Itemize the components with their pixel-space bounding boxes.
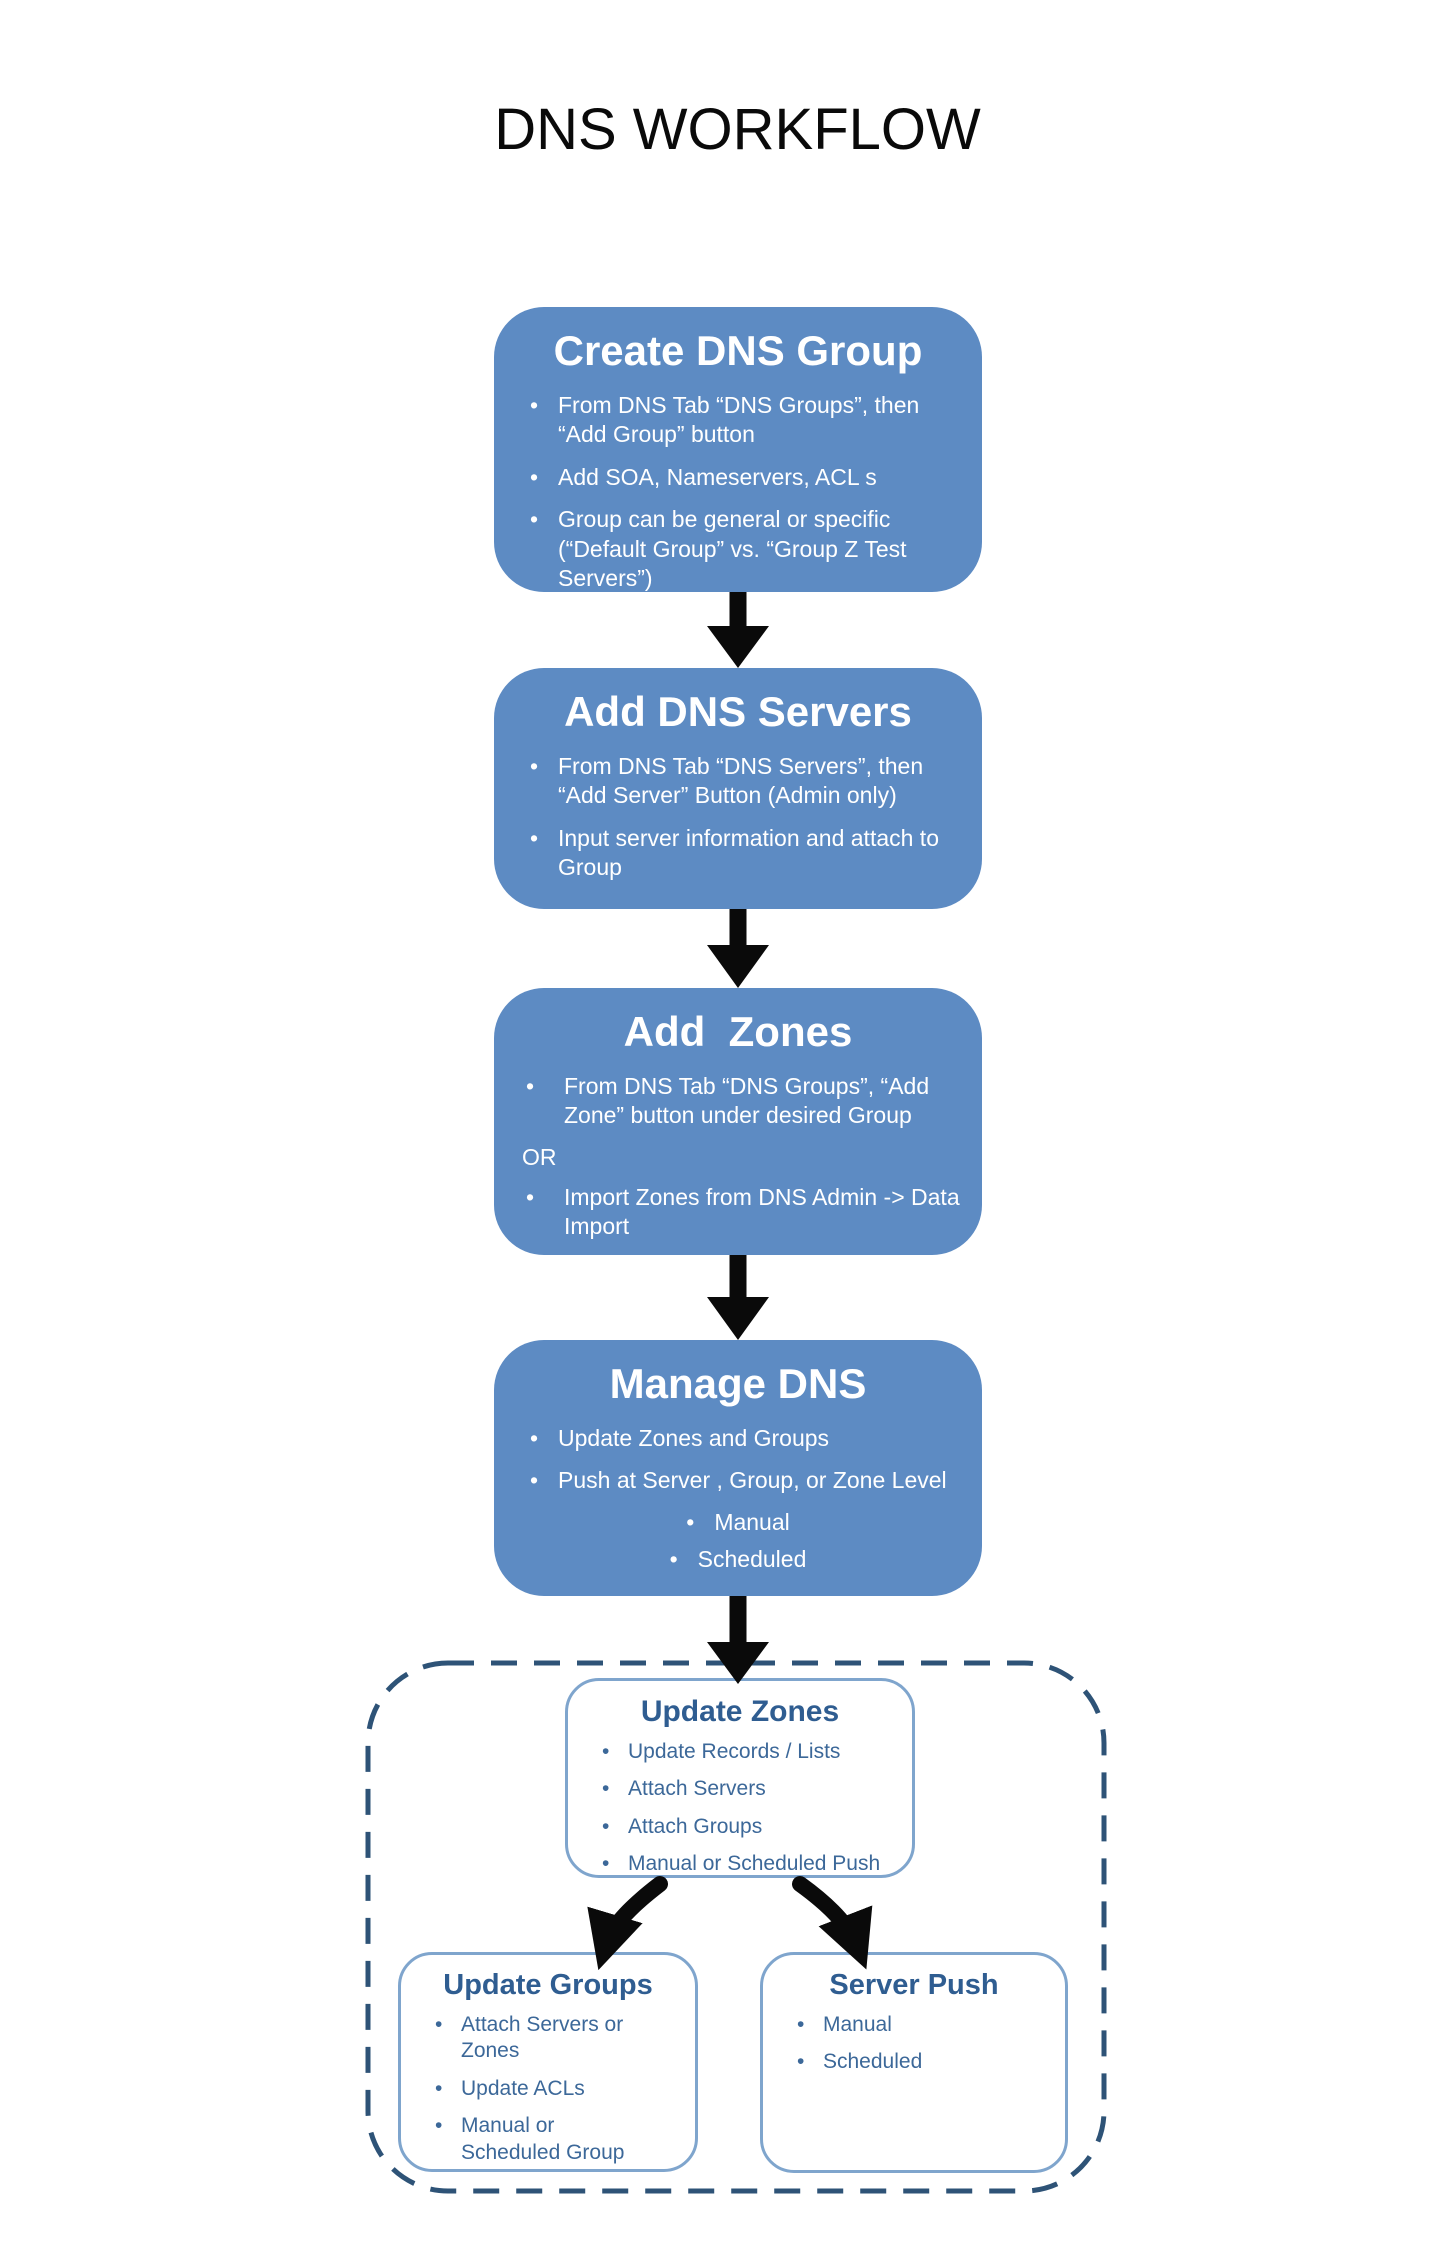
- bullet-item: Attach Servers: [594, 1776, 904, 1803]
- down-arrow-icon-3: [707, 1255, 769, 1340]
- detail-box-update-groups: Update Groups Attach Servers or Zones Up…: [398, 1952, 698, 2172]
- bullet-item: From DNS Tab “DNS Groups”, then “Add Gro…: [522, 391, 968, 450]
- sub-bullet-list: •Manual •Scheduled: [494, 1509, 982, 1573]
- bullet-list: Update Records / Lists Attach Servers At…: [568, 1739, 912, 1875]
- bullet-item: Manual: [789, 2012, 1057, 2039]
- bullet-list: From DNS Tab “DNS Servers”, then “Add Se…: [494, 752, 982, 883]
- sub-bullet-item: • Manual: [494, 1509, 982, 1536]
- bullet-item: Add SOA, Nameservers, ACL s: [522, 463, 968, 493]
- bullet-item: Group can be general or specific (“Defau…: [522, 505, 968, 592]
- flow-box-heading: Add DNS Servers: [564, 688, 912, 735]
- bullet-item: Manual or Scheduled Push: [594, 1851, 904, 1875]
- or-label: OR: [522, 1143, 557, 1170]
- flow-box-create-dns-group: Create DNS Group From DNS Tab “DNS Group…: [494, 307, 982, 592]
- bullet-list: Update Zones and Groups Push at Server ,…: [494, 1424, 982, 1496]
- page-title: DNS WORKFLOW: [494, 97, 981, 162]
- sub-bullet-label: Scheduled: [697, 1545, 807, 1572]
- detail-box-heading: Update Zones: [640, 1695, 840, 1728]
- flow-box-heading: Add Zones: [623, 1008, 853, 1055]
- sub-bullet-item: • Scheduled: [494, 1546, 982, 1573]
- bullet-dot-icon: •: [686, 1508, 695, 1535]
- bullet-dot-icon: •: [669, 1545, 678, 1572]
- flow-box-manage-dns: Manage DNS Update Zones and Groups Push …: [494, 1340, 982, 1596]
- bullet-item: Scheduled: [789, 2049, 1057, 2076]
- flow-box-heading: Manage DNS: [609, 1360, 867, 1407]
- bullet-list: Manual Scheduled: [763, 2012, 1065, 2076]
- bullet-item: From DNS Tab “DNS Servers”, then “Add Se…: [522, 752, 968, 811]
- flow-box-heading: Create DNS Group: [553, 327, 923, 374]
- bullet-item: Input server information and attach to G…: [522, 824, 968, 883]
- bullet-item: Update Zones and Groups: [522, 1424, 968, 1454]
- flow-box-add-zones: Add Zones From DNS Tab “DNS Groups”, “Ad…: [494, 988, 982, 1255]
- down-arrow-icon-1: [707, 592, 769, 668]
- bullet-item: Attach Servers or Zones: [427, 2012, 687, 2065]
- down-arrow-icon-2: [707, 909, 769, 988]
- flow-box-add-dns-servers: Add DNS Servers From DNS Tab “DNS Server…: [494, 668, 982, 909]
- bullet-item: From DNS Tab “DNS Groups”, “Add Zone” bu…: [518, 1072, 968, 1131]
- bullet-list: From DNS Tab “DNS Groups”, then “Add Gro…: [494, 391, 982, 592]
- bullet-list: From DNS Tab “DNS Groups”, “Add Zone” bu…: [494, 1072, 982, 1131]
- down-arrow-icon-4: [707, 1596, 769, 1684]
- detail-box-heading: Update Groups: [443, 1969, 653, 2001]
- bullet-item: Update Records / Lists: [594, 1739, 904, 1766]
- bullet-item: Manual or Scheduled Group Push: [427, 2113, 687, 2169]
- bullet-list: Import Zones from DNS Admin -> Data Impo…: [494, 1183, 982, 1242]
- detail-box-update-zones: Update Zones Update Records / Lists Atta…: [565, 1678, 915, 1878]
- bullet-item: Update ACLs: [427, 2076, 687, 2103]
- bullet-item: Import Zones from DNS Admin -> Data Impo…: [518, 1183, 968, 1242]
- curved-arrow-icon-right: [792, 1876, 873, 1970]
- sub-bullet-label: Manual: [714, 1508, 790, 1535]
- detail-box-server-push: Server Push Manual Scheduled: [760, 1952, 1068, 2173]
- bullet-list: Attach Servers or Zones Update ACLs Manu…: [401, 2012, 695, 2169]
- bullet-item: Attach Groups: [594, 1814, 904, 1841]
- curved-arrow-icon-left: [587, 1876, 668, 1971]
- bullet-item: Push at Server , Group, or Zone Level: [522, 1466, 968, 1496]
- detail-box-heading: Server Push: [829, 1969, 999, 2001]
